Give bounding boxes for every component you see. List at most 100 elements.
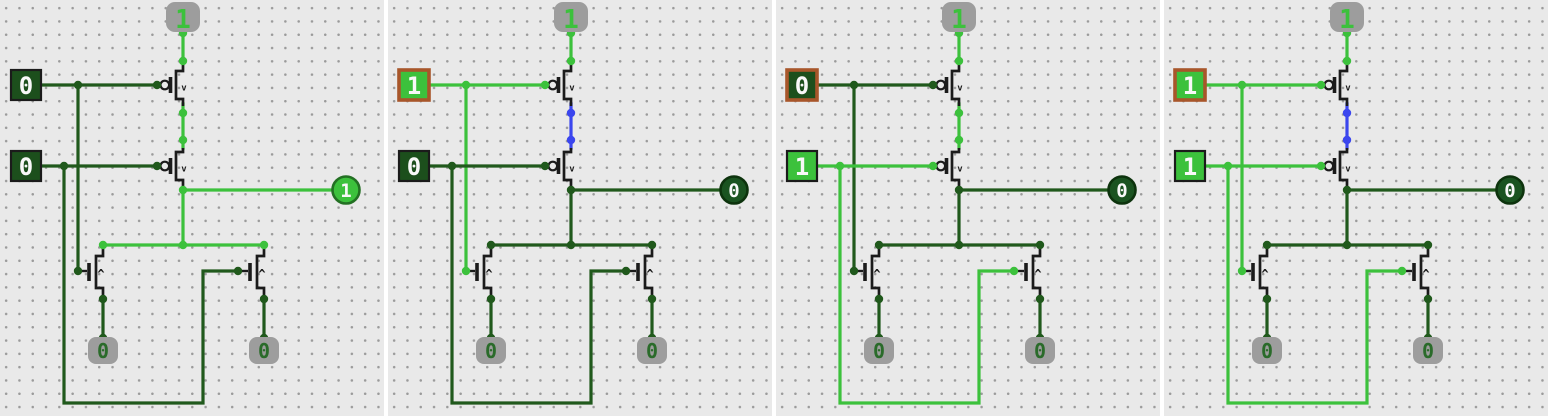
output-pin[interactable]: 1 <box>331 175 361 205</box>
pmos-transistor-top[interactable]: v <box>545 61 575 106</box>
vdd-constant[interactable]: 1 <box>942 2 976 35</box>
input-pin-b-box <box>397 149 431 183</box>
output-pin-circle <box>1107 175 1137 205</box>
pmos-transistor-top[interactable]: v <box>157 61 187 106</box>
junction-dot <box>152 80 162 90</box>
pmos-transistor-bottom[interactable]: v <box>157 148 187 191</box>
junction-dot <box>954 185 964 195</box>
pmos-transistor-bottom[interactable]: v <box>933 148 963 191</box>
junction-dot <box>152 161 162 171</box>
nmos-transistor-right[interactable]: ^ <box>1015 246 1042 298</box>
circuit-canvas: vv ^ ^ 1 1 1 0 0 0 <box>1173 2 1525 405</box>
junction-dot <box>1423 240 1433 250</box>
pmos-bubble-icon <box>1323 79 1335 91</box>
nmos-transistor-right[interactable]: ^ <box>239 246 266 298</box>
nmos-transistor-right[interactable]: ^ <box>1403 246 1430 298</box>
ground-label: 0 <box>485 339 497 363</box>
junction-dot <box>874 294 884 304</box>
transistor-arrow-icon: v <box>957 84 963 94</box>
junction-dot <box>1237 266 1247 276</box>
junction-dot <box>1316 80 1326 90</box>
transistor-arrow-icon: v <box>181 165 187 175</box>
input-pin-b-box <box>1173 149 1207 183</box>
transistor-channel <box>482 246 493 298</box>
input-pin-a-value: 0 <box>19 72 33 100</box>
ground-label: 0 <box>1261 339 1273 363</box>
ground-constant-right[interactable]: 0 <box>1413 337 1443 364</box>
circuit-panel-1: v v ^ ^ 1 0 0 0 0 1 <box>0 0 384 416</box>
junction-dot <box>1342 56 1352 66</box>
ground-label: 0 <box>873 339 885 363</box>
pmos-bubble-icon <box>547 160 559 172</box>
input-pin-a-value: 1 <box>1183 72 1197 100</box>
ground-constant-left[interactable]: 0 <box>476 337 506 364</box>
transistor-channel <box>255 246 266 298</box>
pmos-transistor-bottom[interactable]: v <box>1321 148 1351 191</box>
transistor-arrow-icon: v <box>569 165 575 175</box>
input-pin-a[interactable]: 0 <box>785 68 819 102</box>
input-pin-b[interactable]: 0 <box>397 149 431 183</box>
nmos-transistor-left[interactable]: ^ <box>79 246 105 298</box>
ground-constant-left[interactable]: 0 <box>88 337 118 364</box>
junction-dot <box>928 80 938 90</box>
junction-dot <box>621 266 631 276</box>
junction-dot <box>233 266 243 276</box>
vdd-constant[interactable]: 1 <box>1330 2 1364 35</box>
vdd-label: 1 <box>951 5 967 35</box>
output-value: 0 <box>1504 180 1515 202</box>
ground-constant-right[interactable]: 0 <box>249 337 279 364</box>
transistor-channel <box>1419 246 1430 298</box>
circuit-panel-2: v v ^ ^ 1 1 0 0 0 0 <box>388 0 772 416</box>
ground-label: 0 <box>97 339 109 363</box>
output-pin[interactable]: 0 <box>719 175 749 205</box>
input-pin-a-box <box>397 68 431 102</box>
nmos-transistor-left[interactable]: ^ <box>1243 246 1269 298</box>
input-pin-b[interactable]: 1 <box>785 149 819 183</box>
nmos-transistor-left[interactable]: ^ <box>467 246 493 298</box>
nmos-transistor-left[interactable]: ^ <box>855 246 881 298</box>
output-value: 0 <box>728 180 739 202</box>
input-pin-a[interactable]: 1 <box>397 68 431 102</box>
output-pin[interactable]: 0 <box>1107 175 1137 205</box>
pmos-bubble-icon <box>935 79 947 91</box>
ground-pad <box>864 337 894 364</box>
junction-dot <box>566 240 576 250</box>
ground-pad <box>1413 337 1443 364</box>
pmos-transistor-top[interactable]: v <box>933 61 963 106</box>
ground-label: 0 <box>1034 339 1046 363</box>
pmos-transistor-bottom[interactable]: v <box>545 148 575 191</box>
junction-dot <box>566 56 576 66</box>
transistor-channel <box>174 148 185 191</box>
junction-dot <box>1342 108 1352 118</box>
input-pin-a[interactable]: 1 <box>1173 68 1207 102</box>
vdd-constant[interactable]: 1 <box>554 2 588 35</box>
input-pin-a[interactable]: 0 <box>9 68 43 102</box>
transistor-channel <box>1338 148 1349 191</box>
junction-dot <box>566 108 576 118</box>
junction-dot <box>461 80 471 90</box>
input-pin-b[interactable]: 0 <box>9 149 43 183</box>
junction-dot <box>1342 240 1352 250</box>
nmos-transistor-right[interactable]: ^ <box>627 246 654 298</box>
circuit-panel-3: v v ^ ^ 1 0 1 0 0 0 <box>776 0 1160 416</box>
junction-dot <box>954 135 964 145</box>
transistor-arrow-icon: ^ <box>1261 267 1268 281</box>
ground-constant-right[interactable]: 0 <box>637 337 667 364</box>
wire <box>62 164 240 405</box>
input-pin-b-value: 1 <box>1183 153 1197 181</box>
junction-dot <box>1262 294 1272 304</box>
pmos-transistor-top[interactable]: v <box>1321 61 1351 106</box>
ground-pad <box>1252 337 1282 364</box>
junction-dot <box>566 185 576 195</box>
junction-dot <box>178 185 188 195</box>
ground-constant-left[interactable]: 0 <box>1252 337 1282 364</box>
ground-constant-left[interactable]: 0 <box>864 337 894 364</box>
transistor-channel <box>643 246 654 298</box>
input-pin-b[interactable]: 1 <box>1173 149 1207 183</box>
pmos-bubble-icon <box>547 79 559 91</box>
ground-constant-right[interactable]: 0 <box>1025 337 1055 364</box>
output-pin[interactable]: 0 <box>1495 175 1525 205</box>
vdd-constant[interactable]: 1 <box>166 2 200 35</box>
